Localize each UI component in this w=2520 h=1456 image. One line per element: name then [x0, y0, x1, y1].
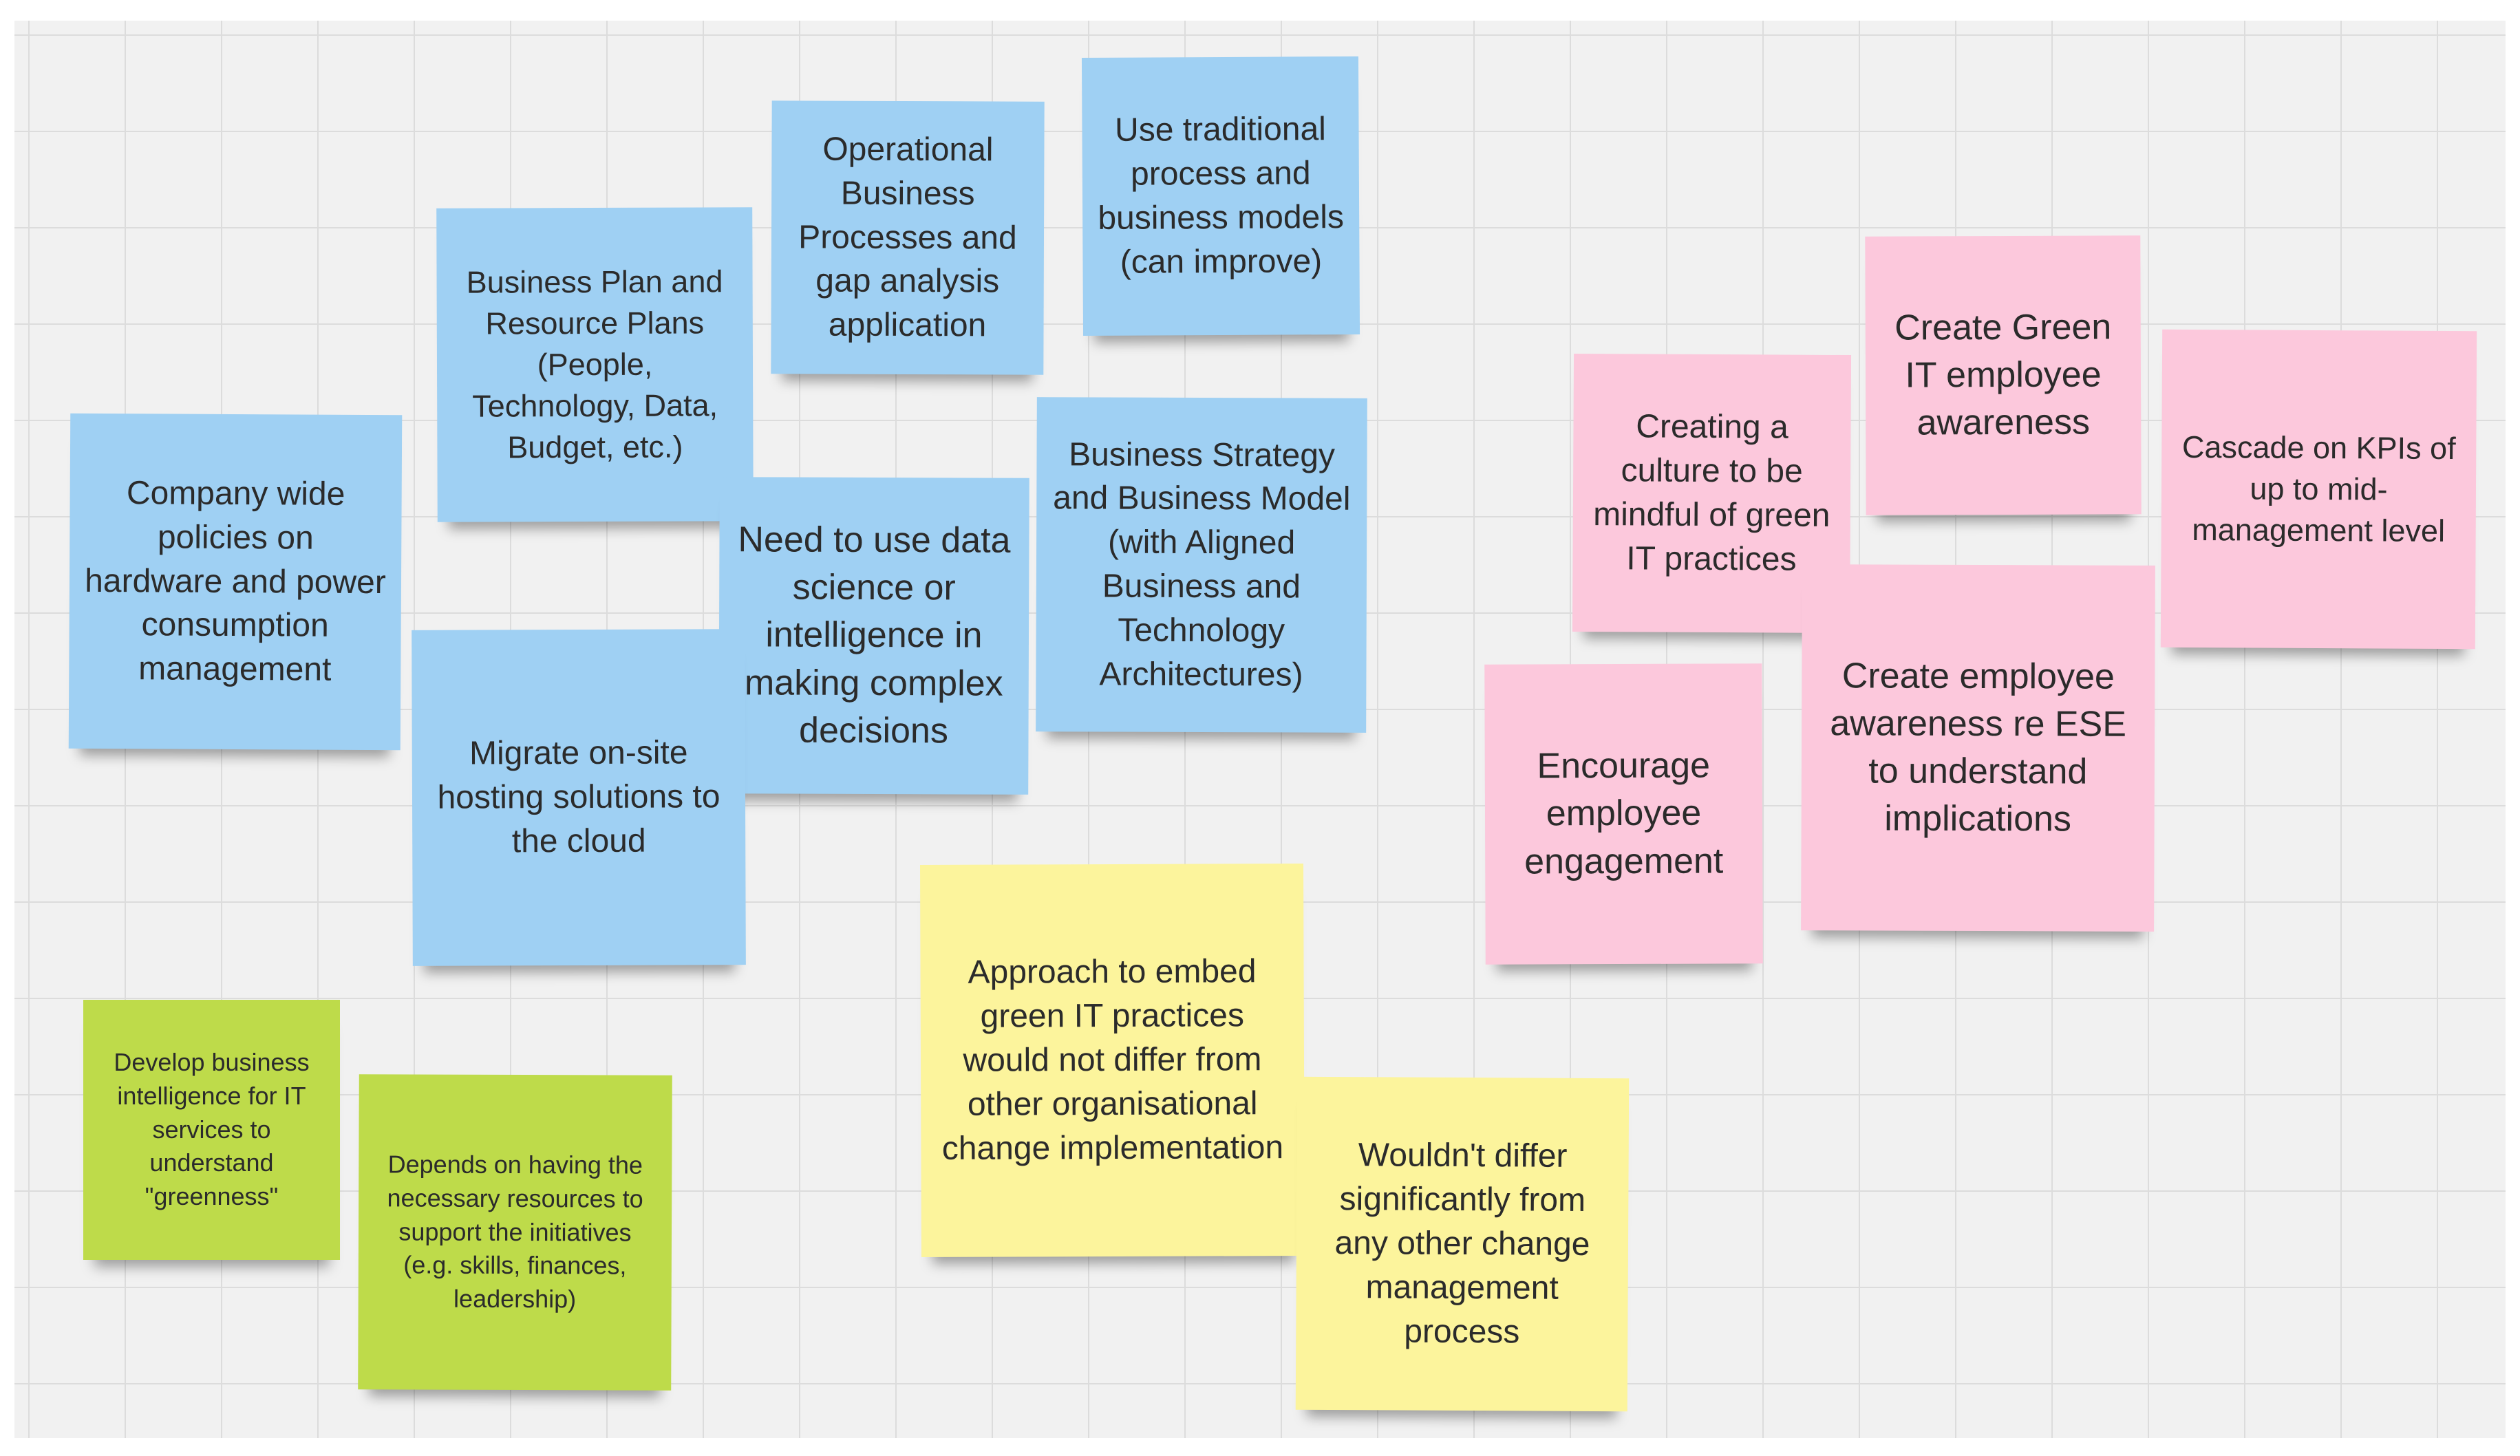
note-text: Creating a culture to be mindful of gree…: [1593, 408, 1830, 578]
note-text: Company wide policies on hardware and po…: [85, 475, 386, 688]
sticky-note-employee-engagement[interactable]: Encourage employee engagement: [1484, 663, 1763, 965]
note-text: Depends on having the necessary resource…: [387, 1149, 643, 1314]
sticky-note-change-management[interactable]: Wouldn't differ significantly from any o…: [1295, 1076, 1630, 1412]
sticky-note-company-wide-policies[interactable]: Company wide policies on hardware and po…: [68, 413, 403, 751]
sticky-note-data-science[interactable]: Need to use data science or intelligence…: [718, 477, 1029, 795]
sticky-note-employee-awareness-ese[interactable]: Create employee awareness re ESE to unde…: [1801, 564, 2155, 932]
whiteboard-canvas[interactable]: Company wide policies on hardware and po…: [14, 21, 2506, 1438]
note-text: Business Strategy and Business Model (wi…: [1053, 436, 1351, 694]
note-text: Encourage employee engagement: [1524, 745, 1724, 882]
note-text: Wouldn't differ significantly from any o…: [1334, 1137, 1590, 1351]
note-text: Approach to embed green IT practices wou…: [941, 953, 1284, 1167]
note-text: Need to use data science or intelligence…: [738, 520, 1011, 751]
note-text: Business Plan and Resource Plans (People…: [466, 264, 723, 465]
sticky-note-migrate-cloud[interactable]: Migrate on-site hosting solutions to the…: [412, 629, 746, 966]
note-text: Use traditional process and business mod…: [1098, 111, 1345, 281]
sticky-note-approach-embed[interactable]: Approach to embed green IT practices wou…: [920, 864, 1305, 1257]
note-text: Create employee awareness re ESE to unde…: [1830, 655, 2127, 839]
sticky-note-green-it-awareness[interactable]: Create Green IT employee awareness: [1865, 235, 2142, 515]
sticky-note-necessary-resources[interactable]: Depends on having the necessary resource…: [358, 1074, 672, 1391]
sticky-note-cascade-kpis[interactable]: Cascade on KPIs of up to mid-management …: [2160, 329, 2477, 650]
note-text: Migrate on-site hosting solutions to the…: [437, 734, 720, 860]
sticky-note-business-intelligence[interactable]: Develop business intelligence for IT ser…: [83, 1000, 340, 1260]
note-text: Develop business intelligence for IT ser…: [114, 1047, 310, 1211]
note-text: Cascade on KPIs of up to mid-management …: [2181, 429, 2456, 548]
sticky-note-business-plan[interactable]: Business Plan and Resource Plans (People…: [436, 207, 754, 522]
sticky-note-business-strategy[interactable]: Business Strategy and Business Model (wi…: [1036, 397, 1367, 733]
note-text: Create Green IT employee awareness: [1894, 307, 2112, 443]
sticky-note-traditional-models[interactable]: Use traditional process and business mod…: [1081, 56, 1360, 336]
sticky-note-operational-processes[interactable]: Operational Business Processes and gap a…: [771, 100, 1045, 375]
note-text: Operational Business Processes and gap a…: [798, 131, 1017, 344]
